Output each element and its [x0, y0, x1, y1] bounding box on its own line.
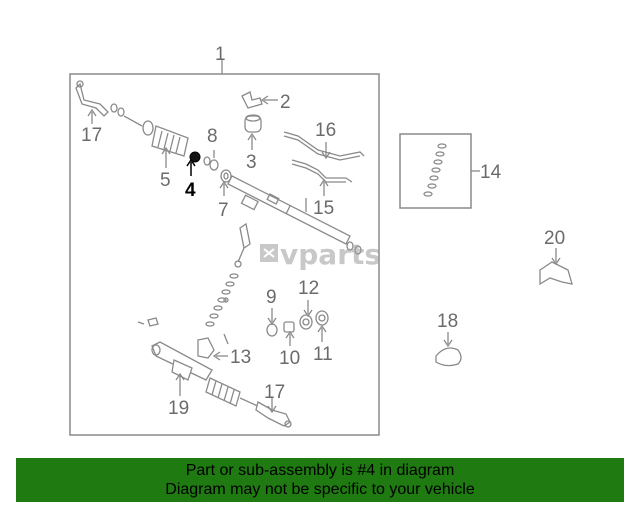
callout-18: 18 [437, 311, 458, 332]
rack-shaft [227, 175, 362, 255]
control-valve-and-seals [137, 222, 251, 345]
callout-4: 4 [185, 180, 196, 201]
callout-20: 20 [544, 228, 565, 249]
pressure-pipes [283, 131, 365, 196]
bushing [244, 114, 262, 150]
boot-right [205, 377, 263, 409]
valve-housing [197, 337, 228, 361]
callout-19: 19 [168, 398, 189, 419]
nut [219, 169, 232, 196]
callout-3: 3 [246, 152, 257, 173]
watermark-logo: vparts [260, 238, 381, 271]
callout-15: 15 [313, 198, 334, 219]
callout-16: 16 [315, 120, 336, 141]
dust-cover [435, 332, 462, 367]
seal-kit-box [399, 133, 472, 209]
seal-kit-parts [423, 143, 480, 197]
callout-17-left: 17 [81, 125, 102, 146]
callout-5: 5 [160, 170, 171, 191]
parts-diagram: vparts 1 2 3 4 5 7 8 9 10 11 12 13 14 15… [69, 44, 573, 436]
callout-13: 13 [230, 347, 251, 368]
rack-housing [151, 341, 213, 396]
boot [142, 120, 189, 168]
tie-rod-end-right [255, 398, 292, 428]
boot-clamp-part-4 [186, 151, 201, 176]
banner-line-1: Part or sub-assembly is #4 in diagram [185, 462, 455, 479]
watermark-text: vparts [280, 238, 381, 271]
callout-11: 11 [313, 344, 333, 365]
info-banner: Part or sub-assembly is #4 in diagram Di… [16, 458, 624, 502]
callout-7: 7 [218, 200, 229, 221]
small-parts-9-12 [266, 300, 329, 346]
callout-8: 8 [207, 126, 218, 147]
tie-rod-end-left [75, 80, 109, 124]
callout-1: 1 [215, 44, 226, 65]
rack-parts-left [110, 103, 143, 127]
assembly-box [69, 73, 380, 436]
banner-line-2: Diagram may not be specific to your vehi… [165, 481, 475, 498]
callout-2: 2 [280, 92, 291, 113]
callout-9: 9 [266, 287, 277, 308]
bracket [241, 91, 278, 109]
mount-insulator [539, 248, 573, 286]
callout-14: 14 [480, 162, 502, 183]
washer [203, 150, 219, 171]
callout-12: 12 [298, 278, 319, 299]
callout-10: 10 [279, 348, 300, 369]
callout-17-right: 17 [264, 382, 285, 403]
